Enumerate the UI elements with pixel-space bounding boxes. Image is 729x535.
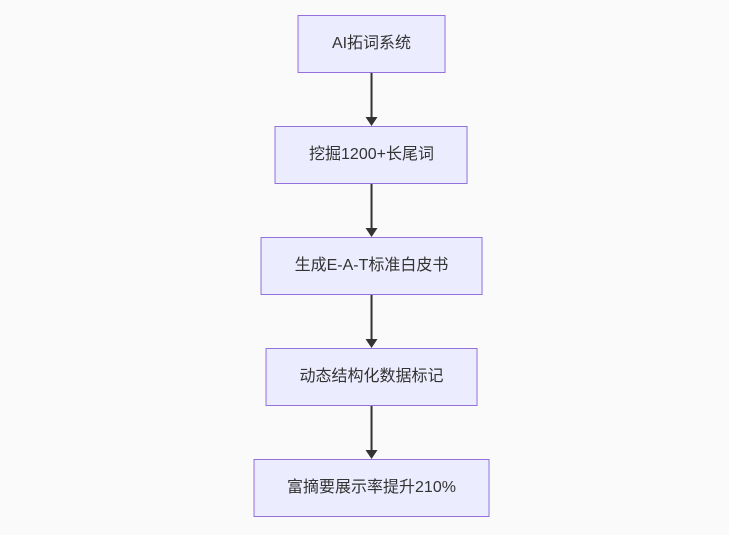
arrow-down-4 <box>365 406 378 459</box>
node-label: 富摘要展示率提升210% <box>287 479 456 496</box>
arrowhead-icon <box>365 339 378 348</box>
arrow-down-1 <box>365 73 378 126</box>
node-label: 生成E-A-T标准白皮书 <box>294 257 449 274</box>
node-label: 挖掘1200+长尾词 <box>309 146 434 163</box>
arrowhead-icon <box>365 450 378 459</box>
arrow-down-2 <box>365 184 378 237</box>
arrowhead-icon <box>365 228 378 237</box>
arrow-line <box>370 406 373 450</box>
arrow-line <box>370 295 373 339</box>
flowchart-node-rich-snippet-rate: 富摘要展示率提升210% <box>253 459 490 517</box>
arrowhead-icon <box>365 117 378 126</box>
node-label: 动态结构化数据标记 <box>299 368 444 385</box>
flowchart-node-ai-system: AI拓词系统 <box>297 15 446 73</box>
arrow-down-3 <box>365 295 378 348</box>
arrow-line <box>370 73 373 117</box>
flowchart-column: AI拓词系统 挖掘1200+长尾词 生成E-A-T标准白皮书 动态结构化数据标记 <box>253 15 490 517</box>
flowchart-node-longtail-keywords: 挖掘1200+长尾词 <box>275 126 468 184</box>
arrow-line <box>370 184 373 228</box>
flowchart-node-eat-whitepaper: 生成E-A-T标准白皮书 <box>260 237 483 295</box>
flowchart-node-structured-data: 动态结构化数据标记 <box>265 348 478 406</box>
node-label: AI拓词系统 <box>331 35 412 52</box>
